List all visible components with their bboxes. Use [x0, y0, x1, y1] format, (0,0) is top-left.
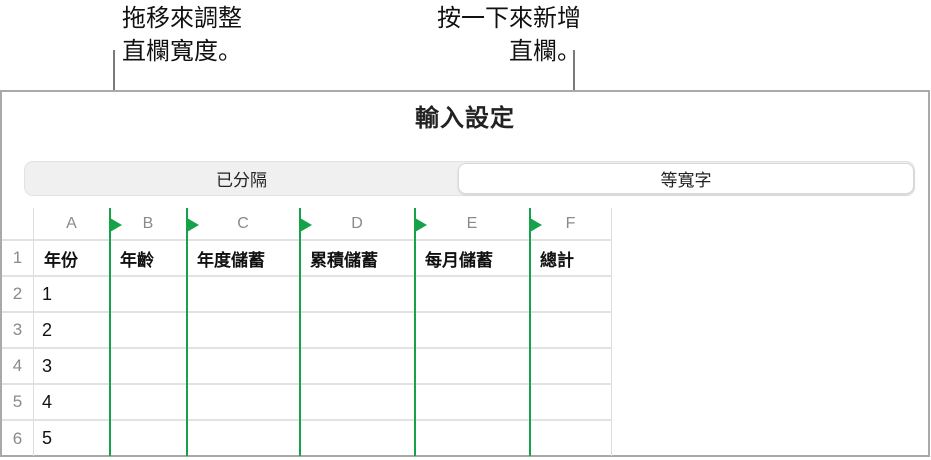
row-number[interactable]: 3 — [2, 313, 34, 349]
table-cell — [530, 421, 612, 456]
table-cell — [415, 421, 530, 456]
column-break-handle-icon[interactable] — [530, 218, 542, 232]
header-cell: 年齡 — [110, 241, 187, 277]
callout-click-add: 按一下來新增 直欄。 — [398, 2, 581, 68]
table-cell — [530, 349, 612, 385]
table-cell: 4 — [34, 385, 110, 421]
row-number[interactable]: 5 — [2, 385, 34, 421]
table-cell — [300, 421, 415, 456]
table-row: 1 年份 年齡 年度儲蓄 累積儲蓄 每月儲蓄 總計 — [0, 241, 612, 277]
table-row: 2 1 — [0, 277, 612, 313]
table-cell — [415, 277, 530, 313]
table-cell: 1 — [34, 277, 110, 313]
callout-line-1: 按一下來新增 — [437, 4, 581, 32]
column-break-line-d[interactable] — [299, 208, 301, 456]
column-break-handle-icon[interactable] — [415, 218, 427, 232]
column-letter-e[interactable]: E — [415, 208, 530, 241]
import-settings-panel: 輸入設定 已分隔 等寬字 — [0, 90, 930, 457]
callout-line-2: 直欄寬度。 — [122, 37, 242, 65]
table-cell: 2 — [34, 313, 110, 349]
column-break-line-b[interactable] — [109, 208, 111, 456]
table-row: 6 5 — [0, 421, 612, 456]
table-cell — [415, 313, 530, 349]
table-cell — [530, 385, 612, 421]
header-cell: 每月儲蓄 — [415, 241, 530, 277]
table-cell — [300, 349, 415, 385]
table-cell — [187, 277, 300, 313]
header-cell: 年度儲蓄 — [187, 241, 300, 277]
panel-title: 輸入設定 — [415, 104, 515, 132]
table-cell — [300, 277, 415, 313]
table-cell — [110, 313, 187, 349]
column-break-handle-icon[interactable] — [187, 218, 199, 232]
table-row: 4 3 — [0, 349, 612, 385]
table-row: 5 4 — [0, 385, 612, 421]
row-number[interactable]: 1 — [2, 241, 34, 277]
column-letter-a[interactable]: A — [34, 208, 110, 241]
segment-delimited[interactable]: 已分隔 — [216, 171, 267, 191]
row-number[interactable]: 6 — [2, 421, 34, 456]
column-letter-d[interactable]: D — [300, 208, 415, 241]
segment-fixed-width[interactable]: 等寬字 — [458, 163, 914, 194]
table-cell — [110, 277, 187, 313]
row-number[interactable]: 2 — [2, 277, 34, 313]
table-cell — [187, 421, 300, 456]
table-cell: 3 — [34, 349, 110, 385]
table-cell — [530, 313, 612, 349]
column-break-line-f[interactable] — [529, 208, 531, 456]
column-break-line-c[interactable] — [186, 208, 188, 456]
table-cell — [110, 385, 187, 421]
table-cell — [415, 385, 530, 421]
row-number[interactable]: 4 — [2, 349, 34, 385]
header-cell: 年份 — [34, 241, 110, 277]
table-cell — [187, 349, 300, 385]
column-letter-c[interactable]: C — [187, 208, 300, 241]
table-cell — [187, 385, 300, 421]
table-cell — [530, 277, 612, 313]
column-letter-f[interactable]: F — [530, 208, 612, 241]
table-cell — [110, 349, 187, 385]
callout-line-1: 拖移來調整 — [122, 4, 242, 32]
table-cell — [300, 313, 415, 349]
format-segmented-control: 已分隔 等寬字 — [24, 161, 915, 196]
table-cell — [110, 421, 187, 456]
corner-cell — [2, 208, 34, 241]
column-break-handle-icon[interactable] — [300, 218, 312, 232]
callout-line-2: 直欄。 — [509, 37, 581, 65]
header-cell: 總計 — [530, 241, 612, 277]
table-row: 3 2 — [0, 313, 612, 349]
column-break-line-e[interactable] — [414, 208, 416, 456]
column-letter-row: A B C D E F — [0, 208, 612, 241]
table-cell — [187, 313, 300, 349]
table-cell — [415, 349, 530, 385]
table-cell: 5 — [34, 421, 110, 456]
column-break-handle-icon[interactable] — [110, 218, 122, 232]
table-cell — [300, 385, 415, 421]
callout-drag-resize: 拖移來調整 直欄寬度。 — [122, 2, 242, 68]
header-cell: 累積儲蓄 — [300, 241, 415, 277]
